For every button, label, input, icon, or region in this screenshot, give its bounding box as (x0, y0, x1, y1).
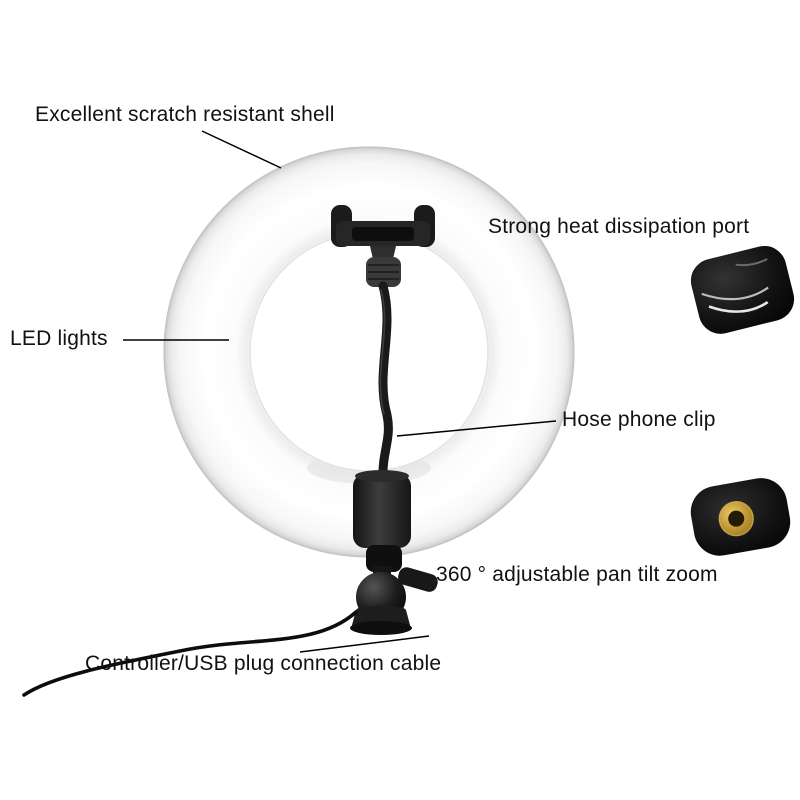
label-heat-dissipation-port: Strong heat dissipation port (488, 215, 750, 238)
label-hose-phone-clip: Hose phone clip (562, 408, 716, 431)
heat-port-photo (690, 245, 795, 334)
callout-line-cable (299, 635, 430, 653)
ball-head-mount (350, 566, 438, 635)
usb-cable (22, 610, 358, 697)
callout-line-hose (396, 420, 557, 437)
mount-base (350, 621, 412, 635)
callout-line-shell (201, 130, 282, 169)
label-pan-tilt-zoom: 360 ° adjustable pan tilt zoom (436, 563, 718, 586)
ring-hole (250, 233, 488, 471)
label-led-lights: LED lights (10, 327, 108, 350)
screw-mount-photo (690, 478, 791, 556)
controller-housing (353, 470, 411, 572)
label-scratch-resistant-shell: Excellent scratch resistant shell (35, 103, 335, 126)
phone-clip (331, 205, 435, 287)
lock-knob (398, 567, 438, 592)
label-usb-cable: Controller/USB plug connection cable (85, 652, 442, 675)
ring-light (163, 146, 575, 558)
callout-lines (123, 130, 557, 653)
gooseneck-hose (378, 281, 393, 483)
